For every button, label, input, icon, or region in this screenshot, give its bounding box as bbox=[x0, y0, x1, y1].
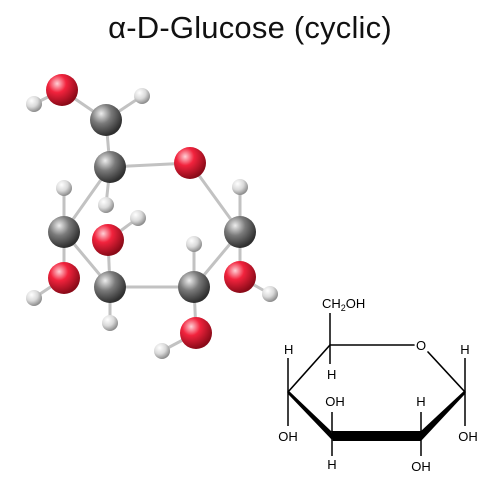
oxygen-atoms bbox=[46, 74, 256, 349]
hydrogen-atom bbox=[186, 236, 202, 252]
oxygen-atom-c6-hydroxyl bbox=[46, 74, 78, 106]
haworth-substituent-bonds bbox=[287, 313, 466, 456]
hydrogen-atom bbox=[102, 315, 118, 331]
oxygen-atom-c1-hydroxyl bbox=[224, 261, 256, 293]
c5-h-label: H bbox=[327, 367, 336, 382]
oxygen-atom-c4-hydroxyl bbox=[48, 262, 80, 294]
haworth-labels: CH2OH O H H OH OH H H OH H OH bbox=[278, 296, 478, 474]
haworth-projection: CH2OH O H H OH OH H H OH H OH bbox=[278, 296, 478, 474]
carbon-atom-c6 bbox=[90, 104, 122, 136]
hydrogen-atom bbox=[26, 96, 42, 112]
hydrogen-atom bbox=[130, 210, 146, 226]
hydrogen-atom bbox=[134, 88, 150, 104]
ring-oxygen-label: O bbox=[416, 338, 426, 353]
hydrogen-atom bbox=[232, 179, 248, 195]
c2-oh-label: OH bbox=[411, 459, 431, 474]
carbon-atoms bbox=[48, 104, 256, 303]
hydrogen-atoms bbox=[26, 88, 278, 359]
c4-oh-label: OH bbox=[278, 429, 298, 444]
hydrogen-atom bbox=[56, 180, 72, 196]
ch2oh-label: CH2OH bbox=[322, 296, 365, 313]
c4-h-label: H bbox=[284, 342, 293, 357]
hydrogen-atom bbox=[26, 290, 42, 306]
carbon-atom-c1 bbox=[224, 216, 256, 248]
c3-h-label: H bbox=[327, 457, 336, 472]
carbon-atom-c2 bbox=[178, 271, 210, 303]
c1-oh-label: OH bbox=[458, 429, 478, 444]
hydrogen-atom bbox=[98, 197, 114, 213]
c3-oh-label: OH bbox=[325, 394, 345, 409]
haworth-ring bbox=[287, 344, 466, 441]
carbon-atom-c3 bbox=[94, 271, 126, 303]
carbon-atom-c5 bbox=[94, 151, 126, 183]
oxygen-atom-ring bbox=[174, 147, 206, 179]
ball-and-stick-model bbox=[26, 74, 278, 359]
hydrogen-atom bbox=[262, 286, 278, 302]
page-title: α-D-Glucose (cyclic) bbox=[108, 10, 392, 45]
hydrogen-atom bbox=[154, 343, 170, 359]
c1-h-label: H bbox=[460, 342, 469, 357]
c2-h-label: H bbox=[416, 394, 425, 409]
oxygen-atom-c2-hydroxyl bbox=[180, 317, 212, 349]
oxygen-atom-c3-hydroxyl bbox=[92, 224, 124, 256]
carbon-atom-c4 bbox=[48, 216, 80, 248]
